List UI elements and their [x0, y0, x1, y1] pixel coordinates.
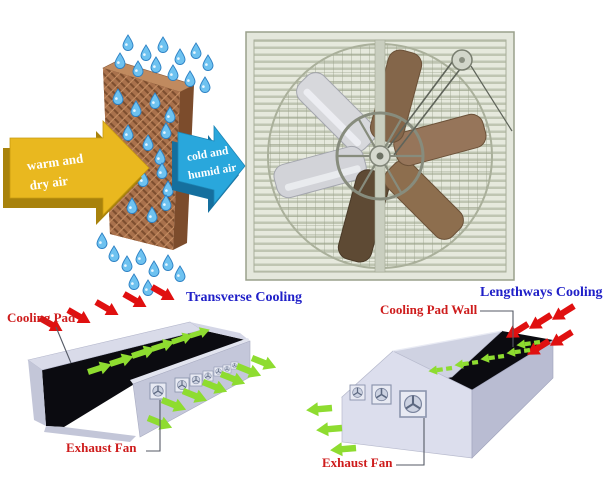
side-wall: [471, 339, 554, 459]
lengthways-cooling-diagram: [305, 300, 578, 466]
lengthways-exhaust-fan-label: Exhaust Fan: [322, 455, 393, 470]
warm-air-arrow: warm and dry air: [3, 120, 150, 225]
motor-pulley-icon: [451, 49, 473, 71]
transverse-exhaust-fan-label: Exhaust Fan: [66, 440, 137, 455]
transverse-inlet-arrows: [36, 280, 179, 338]
cold-air-arrow: cold and humid air: [172, 124, 246, 213]
transverse-building: [27, 321, 251, 442]
fan-pulley-wheel: [335, 111, 425, 201]
lengthways-building: [341, 330, 554, 459]
floor-edge: [44, 426, 136, 442]
fan-wall-rim: [130, 338, 250, 384]
cooling-pad-wall-label: Cooling Pad Wall: [380, 302, 478, 317]
cooling-pad-label: Cooling Pad: [7, 310, 76, 325]
transverse-cooling-diagram: [27, 280, 279, 452]
far-end-cap: [190, 322, 250, 341]
lengthways-label-lines: [396, 310, 514, 466]
exhaust-fan-photo: [245, 31, 515, 281]
transverse-title: Transverse Cooling: [186, 290, 303, 305]
roof-ridge: [392, 330, 503, 352]
transverse-label-lines: [55, 326, 161, 452]
cooling-pad-illustration: warm and dry air cold and humid air: [3, 34, 246, 296]
warm-air-text-line2: dry air: [29, 173, 70, 193]
near-end-cap: [28, 360, 46, 426]
drive-belt: [387, 56, 513, 156]
lengthways-title: Lengthways Cooling: [480, 285, 603, 300]
